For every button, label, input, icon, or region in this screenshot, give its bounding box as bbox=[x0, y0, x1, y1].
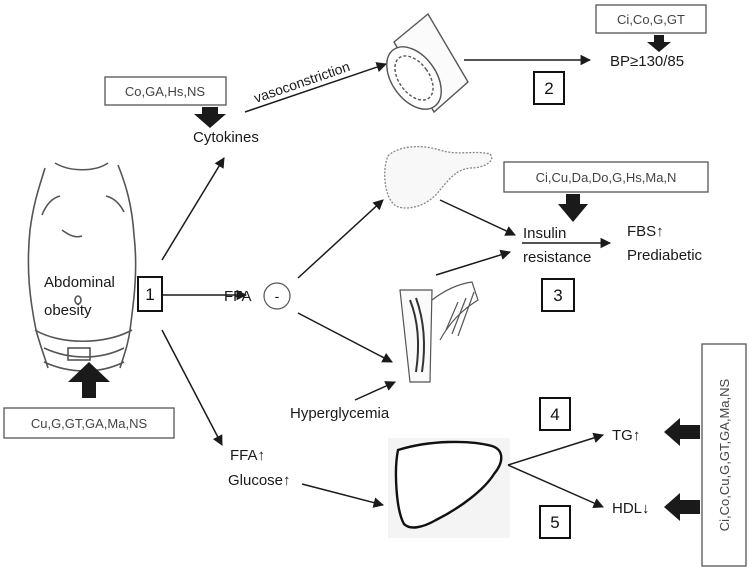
step-4-box bbox=[539, 397, 571, 431]
liver-illustration bbox=[394, 440, 503, 529]
cytokines-label: Cytokines bbox=[193, 129, 259, 146]
arrow-muscle-to-insulin bbox=[435, 249, 512, 276]
arrow-ffa-to-muscle bbox=[297, 312, 393, 363]
vasoconstriction-label: vasoconstriction bbox=[252, 58, 352, 106]
arrow-vasoconstriction bbox=[244, 62, 387, 113]
arrow-hyperglycemia-to-muscle bbox=[354, 381, 396, 401]
step-3-box bbox=[541, 278, 575, 312]
insulin-factors-text: Ci,Cu,Da,Do,G,Hs,Ma,N bbox=[536, 170, 677, 185]
obesity-label: obesity bbox=[44, 302, 92, 319]
tg-factor-arrow bbox=[664, 418, 700, 446]
insulin-factors-box bbox=[503, 161, 709, 193]
insulin-factor-arrow bbox=[558, 194, 588, 222]
obesity-factors-box bbox=[3, 407, 175, 439]
pancreas-illustration bbox=[384, 145, 493, 209]
arrow-liver-to-hdl bbox=[507, 464, 604, 508]
tg-label: TG↑ bbox=[612, 427, 640, 444]
glucose-up-label: Glucose↑ bbox=[228, 472, 291, 489]
bp-factors-text: Ci,Co,G,GT bbox=[617, 12, 685, 27]
arrow-glucose-to-liver bbox=[301, 483, 385, 508]
minus-circle bbox=[263, 282, 291, 310]
step-5-box bbox=[539, 505, 571, 539]
minus-sign: - bbox=[275, 288, 280, 304]
arrow-ffa-to-pancreas bbox=[297, 199, 384, 279]
obesity-factors-text: Cu,G,GT,GA,Ma,NS bbox=[31, 416, 148, 431]
hyperglycemia-label: Hyperglycemia bbox=[290, 405, 390, 422]
arrow-obesity-to-ffa-glucose bbox=[161, 329, 223, 446]
step-1-number: 1 bbox=[145, 285, 154, 304]
lipid-factors-text: Ci,Co,Cu,G,GT,GA,Ma,NS bbox=[717, 378, 732, 531]
arrow-pancreas-to-insulin bbox=[439, 199, 516, 236]
step-2-box bbox=[533, 71, 565, 105]
step-4-number: 4 bbox=[550, 405, 559, 424]
bp-factors-box bbox=[595, 4, 707, 34]
blood-vessel-illustration bbox=[386, 12, 469, 114]
cytokines-factor-arrow bbox=[194, 107, 226, 128]
torso-illustration bbox=[27, 162, 137, 372]
hdl-factor-arrow bbox=[664, 493, 700, 521]
abdominal-label: Abdominal bbox=[44, 274, 115, 291]
bp-factor-arrow bbox=[647, 35, 671, 52]
cytokines-factors-text: Co,GA,Hs,NS bbox=[125, 84, 206, 99]
cytokines-factors-box bbox=[104, 76, 227, 106]
ffa-up-label: FFA↑ bbox=[230, 447, 265, 464]
prediabetic-label: Prediabetic bbox=[627, 247, 703, 264]
step-2-number: 2 bbox=[544, 79, 553, 98]
obesity-factor-arrow bbox=[68, 362, 110, 398]
fbs-label: FBS↑ bbox=[627, 223, 664, 240]
insulin-label: Insulin bbox=[523, 225, 566, 242]
arrow-liver-to-tg bbox=[507, 432, 605, 466]
step-5-number: 5 bbox=[550, 513, 559, 532]
ffa-label: FFA bbox=[224, 288, 252, 305]
lipid-factors-box bbox=[701, 343, 747, 567]
bp-label: BP≥130/85 bbox=[610, 53, 684, 70]
step-1-box bbox=[137, 276, 163, 312]
step-3-number: 3 bbox=[553, 286, 562, 305]
hdl-label: HDL↓ bbox=[612, 500, 650, 517]
resistance-label: resistance bbox=[523, 249, 591, 266]
arrow-obesity-to-cytokines bbox=[161, 157, 225, 261]
muscle-illustration bbox=[399, 281, 479, 383]
